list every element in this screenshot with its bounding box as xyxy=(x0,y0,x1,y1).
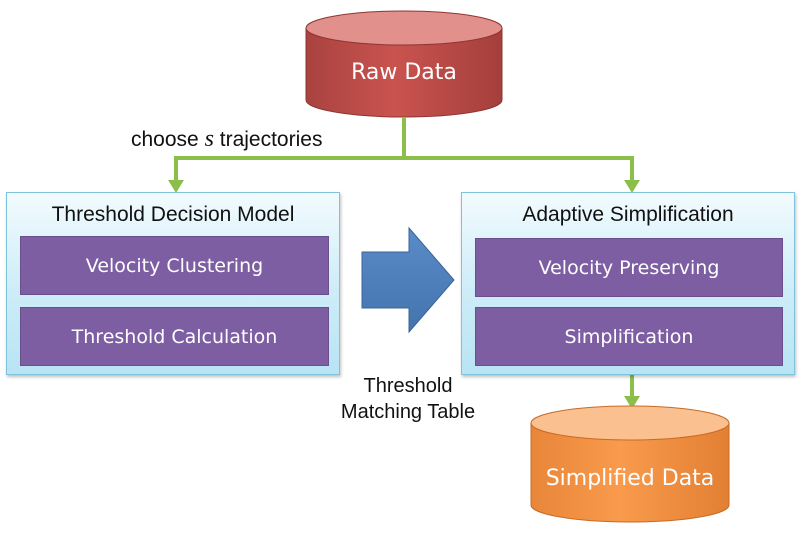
edge-label-variable: s xyxy=(204,126,214,152)
threshold-decision-model: Threshold Decision Model Velocity Cluste… xyxy=(6,192,340,375)
adaptive-simplification-module: Adaptive Simplification Velocity Preserv… xyxy=(461,192,795,375)
transfer-label-line2: Matching Table xyxy=(340,401,476,423)
raw-data-cylinder xyxy=(305,10,503,118)
raw-data-label: Raw Data xyxy=(351,60,457,85)
threshold-decision-model-title: Threshold Decision Model xyxy=(51,203,295,226)
threshold-calculation-step: Threshold Calculation xyxy=(20,307,329,366)
connector-lines xyxy=(174,117,634,398)
simplification-step: Simplification xyxy=(475,307,783,366)
edge-label: choose s trajectories xyxy=(131,126,322,153)
simplified-data-label: Simplified Data xyxy=(545,466,715,491)
velocity-clustering-step: Velocity Clustering xyxy=(20,236,329,295)
transfer-arrow xyxy=(361,226,455,334)
transfer-label-line1: Threshold xyxy=(363,375,453,397)
adaptive-simplification-title: Adaptive Simplification xyxy=(522,203,734,226)
threshold-matching-table-label: Threshold Matching Table xyxy=(318,373,498,425)
simplified-data-cylinder xyxy=(530,405,730,523)
velocity-preserving-step: Velocity Preserving xyxy=(475,238,783,297)
edge-label-suffix: trajectories xyxy=(213,128,323,151)
connector-arrowheads xyxy=(168,180,640,409)
edge-label-prefix: choose xyxy=(131,128,205,151)
